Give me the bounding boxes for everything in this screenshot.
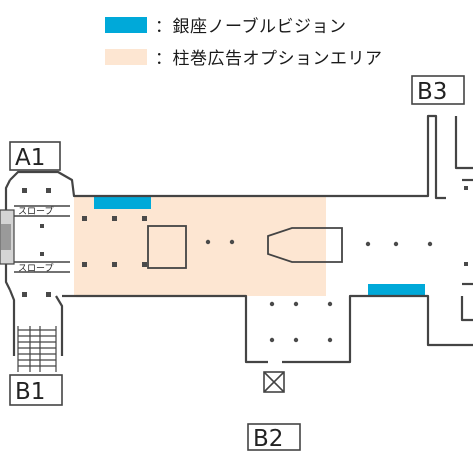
concourse-walls (4, 114, 473, 364)
exit-b3: B3 (411, 75, 465, 105)
noble-vision-panel-2 (368, 284, 425, 297)
slope-upper (14, 205, 70, 217)
legend-swatch-noble-vision (105, 16, 147, 33)
central-structure (147, 225, 187, 269)
exit-b2: B2 (247, 423, 301, 452)
exit-b1-label: B1 (15, 379, 45, 405)
central-structure-2 (267, 227, 343, 263)
exit-a1-label: A1 (15, 145, 45, 171)
exit-b1: B1 (9, 374, 63, 406)
legend-swatch-pillar-option (105, 48, 147, 65)
b1-stairs (17, 326, 57, 372)
slope-label-lower: スロープ (18, 263, 53, 274)
legend-item-noble-vision: ：銀座ノーブルビジョン (105, 12, 346, 37)
slope-label-upper: スロープ (18, 206, 53, 217)
legend-label-noble-vision: ：銀座ノーブルビジョン (155, 17, 347, 37)
legend-item-pillar-option: ：柱巻広告オプションエリア (105, 44, 383, 69)
pillar-option-area (74, 196, 326, 296)
slope-lower (14, 261, 70, 273)
b2-elevator (263, 371, 285, 393)
exit-a1: A1 (9, 141, 61, 171)
legend-label-pillar-option: ：柱巻広告オプションエリア (155, 49, 383, 69)
noble-vision-panel-1 (94, 196, 151, 209)
exit-b2-label: B2 (253, 426, 283, 452)
left-stair-inner (1, 224, 11, 250)
pillars (22, 186, 468, 343)
exit-b3-label: B3 (417, 79, 447, 105)
